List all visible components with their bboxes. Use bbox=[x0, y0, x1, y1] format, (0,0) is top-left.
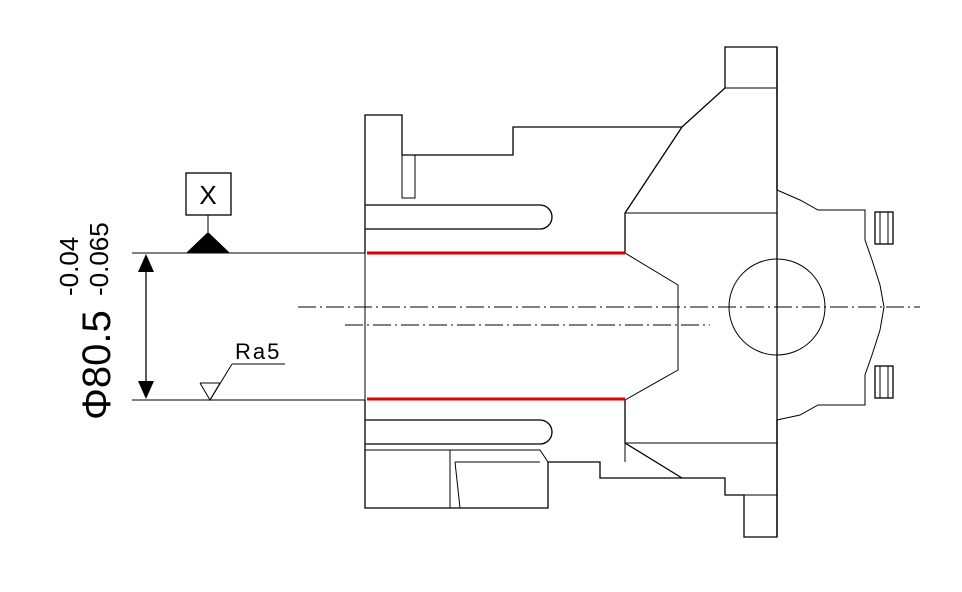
roughness-symbol: Ra5 bbox=[199, 339, 285, 401]
lower-deviation: -0.065 bbox=[84, 222, 114, 296]
datum-label: X bbox=[199, 180, 216, 210]
roughness-label: Ra5 bbox=[235, 339, 281, 364]
svg-text:Φ80.5: Φ80.5 bbox=[75, 310, 119, 420]
upper-slot bbox=[365, 204, 553, 230]
lower-slot bbox=[365, 419, 553, 509]
diameter-nominal: 80.5 bbox=[75, 310, 119, 388]
extension-lines bbox=[132, 252, 365, 401]
right-boss bbox=[728, 189, 894, 421]
part-outline bbox=[364, 46, 778, 538]
upper-deviation: -0.04 bbox=[54, 237, 84, 296]
diameter-dimension bbox=[138, 254, 154, 399]
arrow-down-icon bbox=[138, 381, 154, 399]
bore bbox=[364, 251, 679, 401]
arrow-up-icon bbox=[138, 254, 154, 272]
diameter-symbol: Φ bbox=[75, 388, 119, 420]
datum-symbol: X bbox=[185, 172, 232, 253]
center-lines bbox=[298, 306, 920, 326]
dimension-text: Φ80.5 -0.04 -0.065 bbox=[54, 222, 119, 420]
datum-triangle-icon bbox=[186, 232, 230, 253]
